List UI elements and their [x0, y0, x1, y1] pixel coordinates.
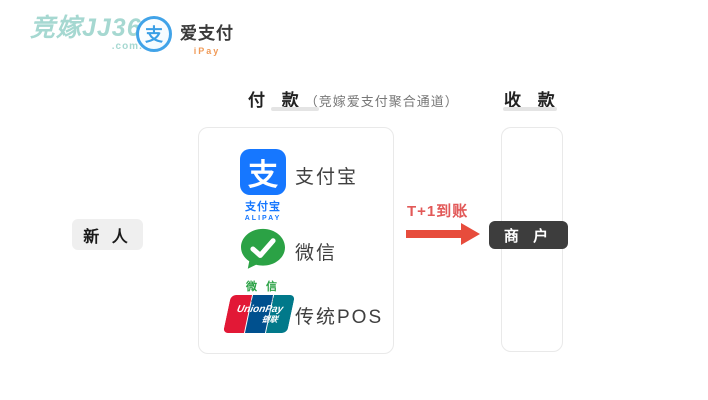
receive-title-underline — [503, 107, 557, 111]
ipay-circle-icon: 支 — [136, 16, 172, 52]
unionpay-icon-subcaption: 银联 — [260, 314, 279, 324]
payment-channels-panel: 支 支付宝 ALIPAY 支付宝 微 信 Wechat 微信 UnionPay … — [198, 127, 394, 354]
receive-title: 收 款 — [504, 91, 561, 110]
brand-logo-ipay: 支 爱支付 iPay — [136, 16, 234, 56]
ipay-brand-subname: iPay — [193, 46, 221, 56]
brand-logo-jj365: 竞嫁JJ365 .com.cn — [30, 16, 157, 52]
traditional-pos-label: 传统POS — [295, 307, 384, 328]
ipay-brand-name: 爱支付 — [180, 24, 234, 43]
pay-title-underline — [271, 107, 319, 111]
alipay-icon: 支 — [240, 149, 286, 195]
receive-section-header: 收 款 — [504, 86, 561, 111]
brand-jj365-subtext: .com.cn — [111, 41, 157, 52]
pay-subtitle: （竞嫁爱支付聚合通道） — [304, 94, 459, 109]
pay-title: 付 款 — [248, 91, 305, 110]
alipay-label: 支付宝 — [295, 167, 359, 188]
alipay-icon-subcaption: ALIPAY — [244, 215, 282, 222]
settlement-time-label: T+1到账 — [407, 203, 469, 220]
alipay-icon-caption: 支付宝 — [245, 201, 281, 213]
wechat-icon-caption: 微 信 — [245, 281, 281, 293]
wechat-logo-block: 微 信 Wechat — [231, 227, 295, 304]
unionpay-logo-block: UnionPay 银联 — [222, 295, 296, 333]
flow-arrow — [406, 230, 461, 238]
unionpay-icon-caption: UnionPay — [235, 303, 285, 315]
newcomer-chip: 新 人 — [72, 219, 143, 250]
wechat-label: 微信 — [295, 243, 338, 264]
unionpay-icon: UnionPay 银联 — [222, 295, 296, 333]
brand-jj365-text: 竞嫁JJ365 — [30, 14, 157, 42]
flow-arrow-head — [461, 223, 480, 245]
alipay-logo-block: 支 支付宝 ALIPAY — [231, 149, 295, 222]
pay-section-header: 付 款（竞嫁爱支付聚合通道） — [248, 86, 459, 111]
wechat-icon — [239, 227, 287, 276]
merchant-box: 商 户 — [489, 221, 568, 249]
